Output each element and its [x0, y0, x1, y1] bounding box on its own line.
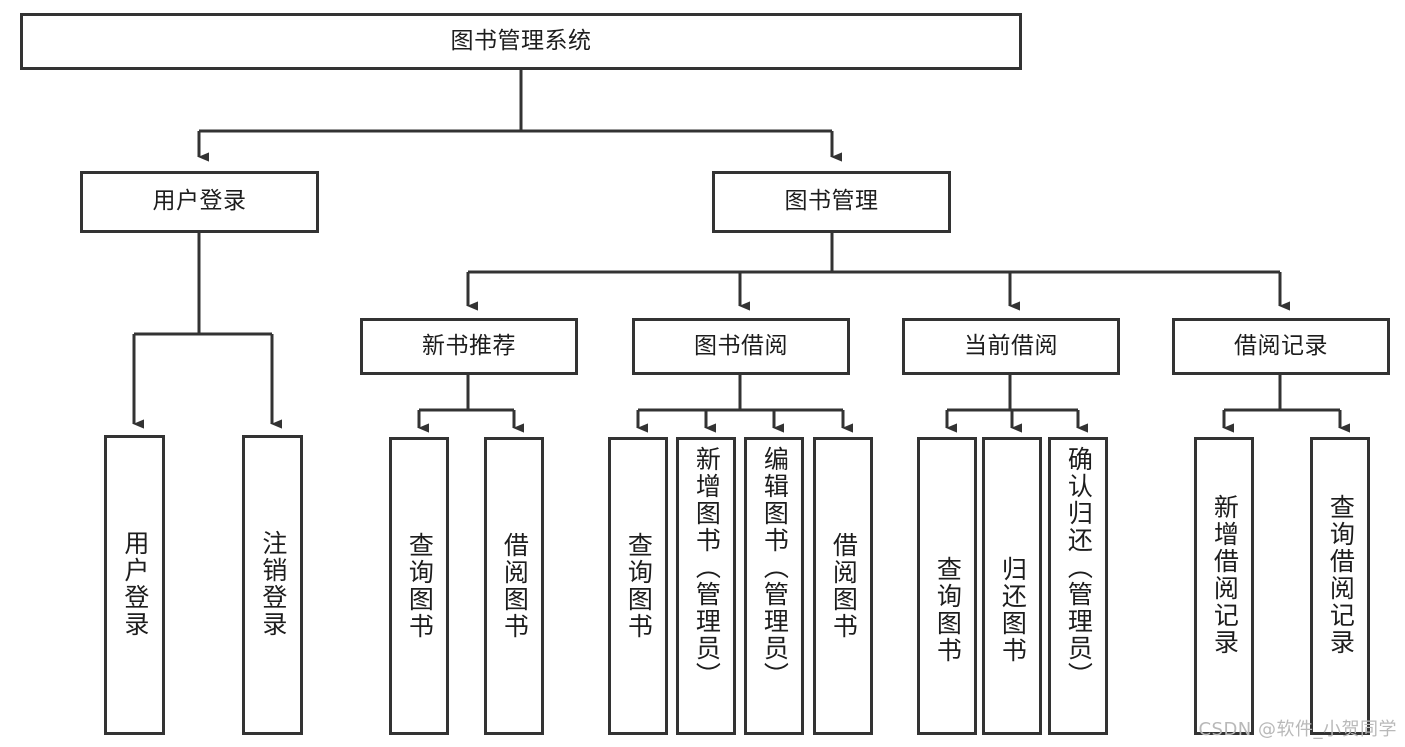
leaf-book-borrow-borrow-books[interactable]: 借阅图书 — [813, 437, 873, 735]
csdn-watermark: CSDN @软件_小贺同学 — [1198, 719, 1397, 740]
node-label: 查询图书 — [624, 532, 654, 640]
node-label: 图书管理系统 — [450, 27, 592, 54]
node-borrowing-records[interactable]: 借阅记录 — [1172, 318, 1390, 375]
node-new-book-recommendation[interactable]: 新书推荐 — [360, 318, 578, 375]
node-label: 查询图书 — [933, 556, 963, 664]
node-user-login[interactable]: 用户登录 — [80, 171, 319, 233]
node-label: 借阅记录 — [1234, 332, 1328, 359]
node-label: 用户登录 — [120, 530, 150, 638]
node-root-book-management-system[interactable]: 图书管理系统 — [20, 13, 1022, 70]
node-label: 归还图书 — [998, 556, 1028, 664]
node-book-borrowing[interactable]: 图书借阅 — [632, 318, 850, 375]
leaf-borrow-record-query-record[interactable]: 查询借阅记录 — [1310, 437, 1370, 735]
node-label: 确认归还（管理员） — [1064, 446, 1094, 689]
node-label: 新书推荐 — [422, 332, 516, 359]
node-label: 用户登录 — [152, 188, 247, 215]
leaf-current-borrow-confirm-return-admin[interactable]: 确认归还（管理员） — [1048, 437, 1108, 735]
leaf-user-login-sign-in[interactable]: 用户登录 — [104, 435, 165, 735]
node-label: 借阅图书 — [829, 532, 859, 640]
node-label: 当前借阅 — [964, 332, 1058, 359]
leaf-book-borrow-add-book-admin[interactable]: 新增图书（管理员） — [676, 437, 736, 735]
node-label: 新增图书（管理员） — [692, 446, 722, 689]
node-label: 图书管理 — [784, 188, 879, 215]
node-current-borrowing[interactable]: 当前借阅 — [902, 318, 1120, 375]
leaf-user-login-sign-out[interactable]: 注销登录 — [242, 435, 303, 735]
node-book-management[interactable]: 图书管理 — [712, 171, 951, 233]
node-label: 新增借阅记录 — [1210, 494, 1240, 656]
node-label: 注销登录 — [258, 530, 288, 638]
leaf-borrow-record-add-record[interactable]: 新增借阅记录 — [1194, 437, 1254, 735]
node-label: 查询图书 — [405, 532, 435, 640]
leaf-new-book-borrow-books[interactable]: 借阅图书 — [484, 437, 544, 735]
node-label: 借阅图书 — [500, 532, 530, 640]
leaf-new-book-query-books[interactable]: 查询图书 — [389, 437, 449, 735]
node-label: 编辑图书（管理员） — [760, 446, 790, 689]
leaf-current-borrow-query-books[interactable]: 查询图书 — [917, 437, 977, 735]
node-label: 图书借阅 — [694, 332, 788, 359]
leaf-book-borrow-edit-book-admin[interactable]: 编辑图书（管理员） — [744, 437, 804, 735]
node-label: 查询借阅记录 — [1326, 494, 1356, 656]
leaf-current-borrow-return-books[interactable]: 归还图书 — [982, 437, 1042, 735]
leaf-book-borrow-query-books[interactable]: 查询图书 — [608, 437, 668, 735]
